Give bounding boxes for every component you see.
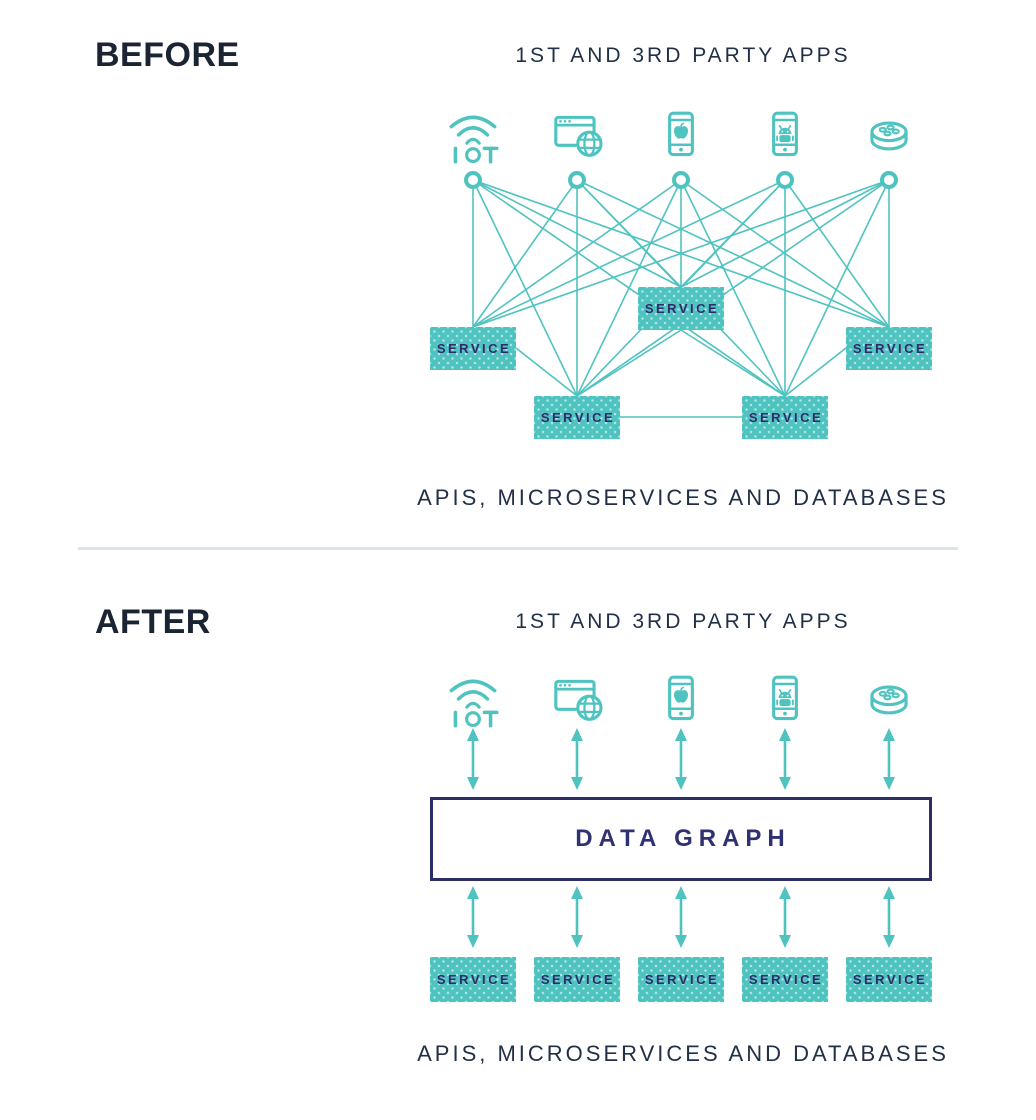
service-label: SERVICE xyxy=(748,410,824,425)
after-arrows-graph-to-services xyxy=(465,884,897,950)
service-box: SERVICE xyxy=(846,957,932,1002)
service-box: SERVICE xyxy=(742,957,828,1002)
before-app-nodes xyxy=(464,171,898,189)
iot-icon xyxy=(449,115,499,164)
browser-globe-icon xyxy=(554,115,603,157)
service-label: SERVICE xyxy=(436,972,512,987)
service-label: SERVICE xyxy=(852,972,928,987)
service-label: SERVICE xyxy=(852,341,928,356)
service-box: SERVICE xyxy=(742,396,828,439)
service-label: SERVICE xyxy=(436,341,512,356)
before-title: BEFORE xyxy=(95,36,240,74)
service-label: SERVICE xyxy=(540,410,616,425)
iot-icon xyxy=(449,679,499,728)
service-label: SERVICE xyxy=(644,301,720,316)
service-box: SERVICE xyxy=(638,287,724,330)
service-box: SERVICE xyxy=(534,957,620,1002)
android-phone-icon xyxy=(772,675,798,721)
after-title: AFTER xyxy=(95,603,211,641)
android-phone-icon xyxy=(772,111,798,157)
browser-globe-icon xyxy=(554,679,603,721)
service-box: SERVICE xyxy=(638,957,724,1002)
service-label: SERVICE xyxy=(540,972,616,987)
after-caption: APIS, MICROSERVICES AND DATABASES xyxy=(417,1041,949,1066)
smart-speaker-icon xyxy=(870,121,908,151)
iphone-apple-icon xyxy=(668,111,694,157)
data-graph-box: DATA GRAPH xyxy=(430,797,932,881)
service-box: SERVICE xyxy=(846,327,932,370)
iphone-apple-icon xyxy=(668,675,694,721)
before-caption: APIS, MICROSERVICES AND DATABASES xyxy=(417,485,949,510)
section-divider xyxy=(78,547,958,550)
after-arrows-apps-to-graph xyxy=(465,726,897,792)
data-graph-label: DATA GRAPH xyxy=(575,825,791,852)
before-apps-heading: 1ST AND 3RD PARTY APPS xyxy=(515,44,851,67)
service-label: SERVICE xyxy=(644,972,720,987)
service-box: SERVICE xyxy=(534,396,620,439)
service-box: SERVICE xyxy=(430,957,516,1002)
smart-speaker-icon xyxy=(870,685,908,715)
service-label: SERVICE xyxy=(748,972,824,987)
service-box: SERVICE xyxy=(430,327,516,370)
after-apps-heading: 1ST AND 3RD PARTY APPS xyxy=(515,610,851,633)
